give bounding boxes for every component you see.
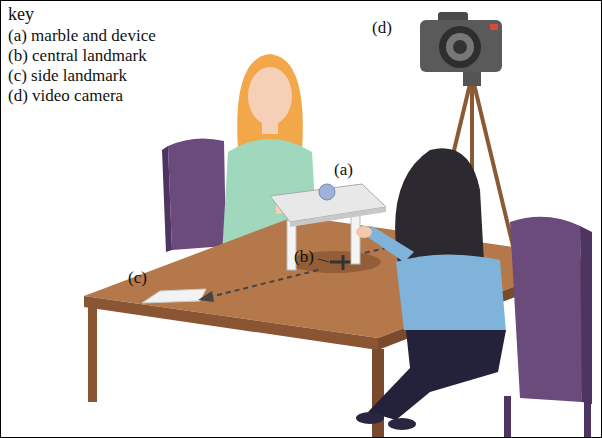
key-entry: (c) side landmark xyxy=(8,66,127,86)
key-heading: key xyxy=(8,4,34,24)
key-entry: (b) central landmark xyxy=(8,46,147,66)
callout-label: (c) xyxy=(128,268,147,288)
key-entry: (d) video camera xyxy=(8,86,123,106)
callout-label: (a) xyxy=(334,160,353,180)
callout-label: (d) xyxy=(372,18,392,38)
key-entry: (a) marble and device xyxy=(8,26,156,46)
callout-label: (b) xyxy=(294,247,314,267)
